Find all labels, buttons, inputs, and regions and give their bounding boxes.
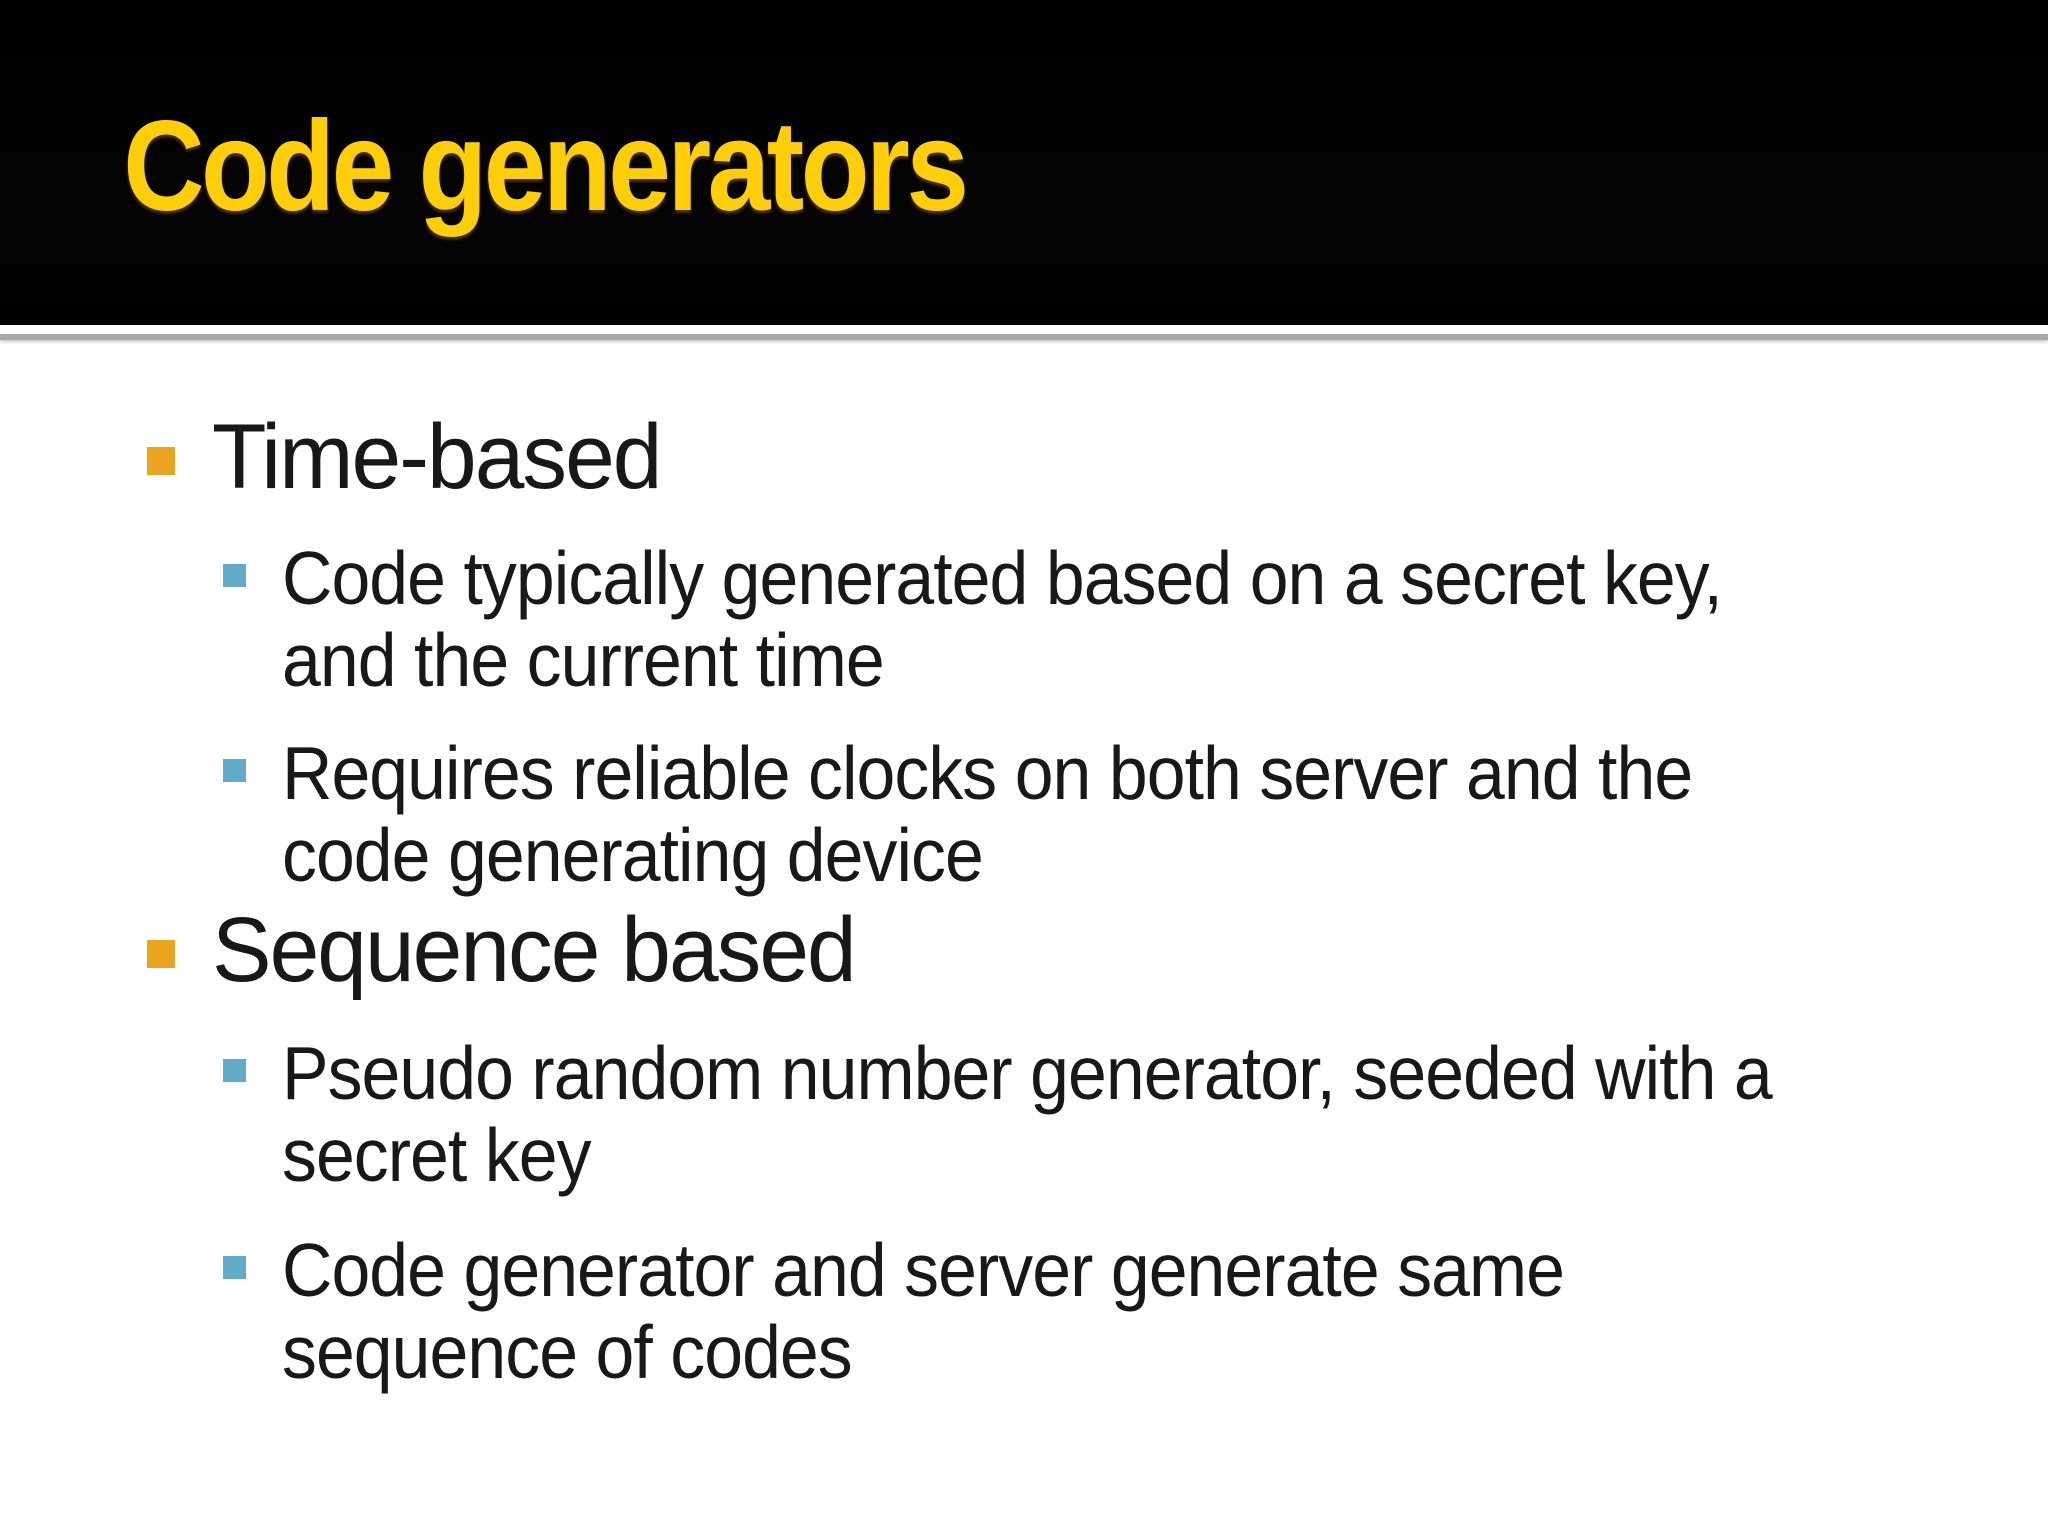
bullet-text-line: and the current time <box>282 618 885 702</box>
square-bullet-icon <box>223 759 246 782</box>
bullet-text-line: Pseudo random number generator, seeded w… <box>282 1031 1773 1115</box>
bullet-text: Pseudo random number generator, seeded w… <box>282 1032 1884 1196</box>
bullet-text-line: code generating device <box>282 813 984 897</box>
bullet-text-line: Sequence based <box>212 899 857 1001</box>
bullet-text-line: Requires reliable clocks on both server … <box>282 731 1693 815</box>
square-bullet-icon <box>147 447 175 475</box>
bullet-text-line: Time-based <box>212 406 662 508</box>
square-bullet-icon <box>223 1059 246 1082</box>
header-divider-line <box>0 334 2048 340</box>
bullet-item-level1: Time-based <box>147 407 1988 507</box>
square-bullet-icon <box>147 940 175 968</box>
slide-body: Time-based Code typically generated base… <box>0 407 2048 1393</box>
bullet-text-line: Code generator and server generate same <box>282 1228 1565 1312</box>
bullet-item-level1: Sequence based <box>147 900 1988 1000</box>
bullet-list: Time-based Code typically generated base… <box>147 407 1988 1393</box>
bullet-text: Code generator and server generate same … <box>282 1229 1661 1393</box>
slide-header: Code generators <box>0 0 2048 325</box>
bullet-text: Time-based <box>212 407 674 507</box>
square-bullet-icon <box>223 1256 246 1279</box>
header-divider-gap <box>0 325 2048 334</box>
bullet-item-level2: Code typically generated based on a secr… <box>147 537 1988 701</box>
square-bullet-icon <box>223 564 246 587</box>
bullet-text-line: sequence of codes <box>282 1310 853 1394</box>
bullet-text: Sequence based <box>212 900 875 1000</box>
bullet-text: Code typically generated based on a secr… <box>282 537 1830 701</box>
bullet-text: Requires reliable clocks on both server … <box>282 732 1798 896</box>
bullet-text-line: secret key <box>282 1113 592 1197</box>
bullet-item-level2: Pseudo random number generator, seeded w… <box>147 1032 1988 1196</box>
bullet-item-level2: Requires reliable clocks on both server … <box>147 732 1988 896</box>
bullet-text-line: Code typically generated based on a secr… <box>282 536 1723 620</box>
bullet-item-level2: Code generator and server generate same … <box>147 1229 1988 1393</box>
page-title: Code generators <box>123 95 969 238</box>
